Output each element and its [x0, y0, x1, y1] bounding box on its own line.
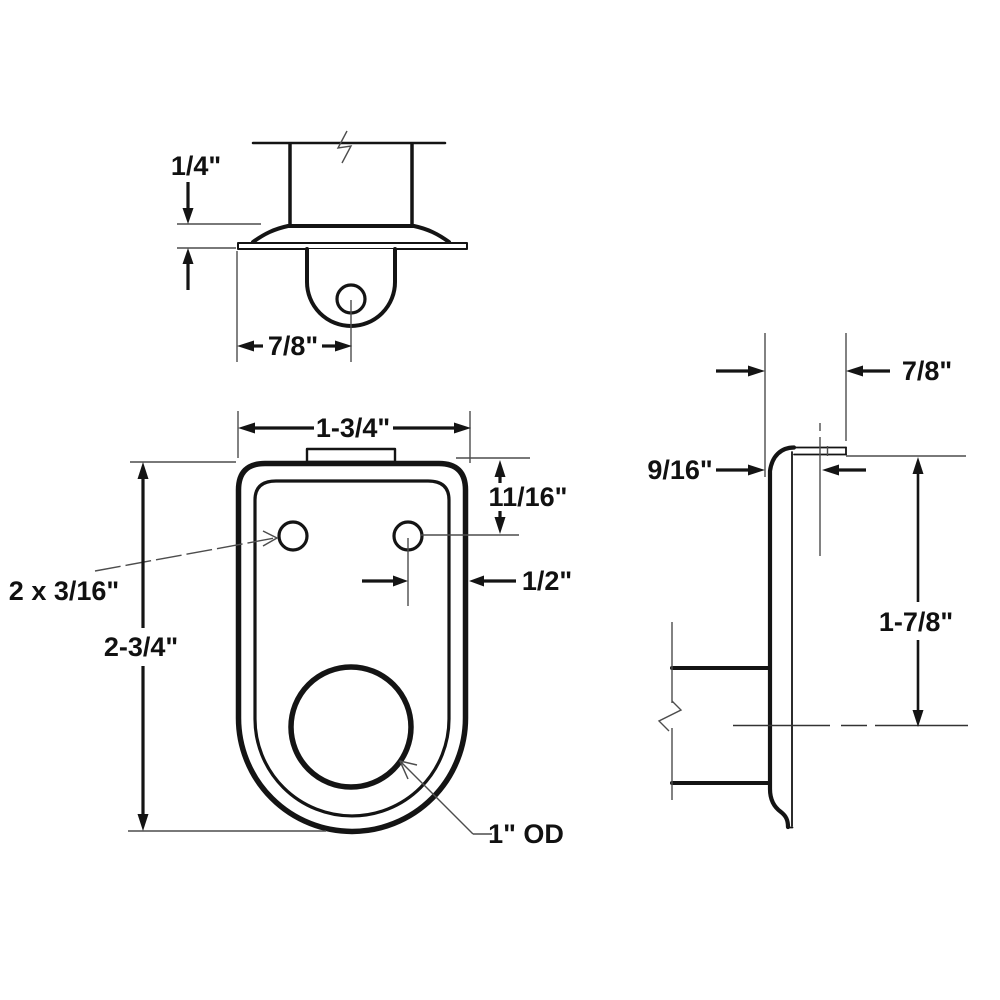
side-view: 7/8" 9/16" 1-7/8": [647, 333, 968, 830]
dim-label-mounting-holes: 2 x 3/16": [9, 576, 119, 606]
dimension-overall-width: 1-3/4": [237, 411, 471, 463]
dimension-canopy-height: 1/4": [171, 151, 261, 290]
canopy-outline: [251, 224, 451, 244]
front-view: 1-3/4" 11/16" 1/2" 2 x 3/16": [9, 411, 572, 849]
dim-label-canopy-height: 1/4": [171, 151, 221, 181]
mounting-hole-left: [277, 520, 309, 552]
bracket-inner-outline: [253, 479, 451, 818]
dim-label-tube-diameter: 1" OD: [488, 819, 564, 849]
dim-label-overall-width: 1-3/4": [316, 413, 390, 443]
dimension-face-to-center: 9/16": [647, 455, 866, 485]
dimension-top-to-holes: 11/16": [421, 457, 568, 536]
dimension-lip-to-center: 1-7/8": [846, 455, 966, 727]
dim-label-hole-to-edge: 1/2": [522, 566, 572, 596]
mounting-plate-edge: [237, 242, 468, 250]
dimension-lip-depth: 7/8": [716, 333, 952, 477]
top-tab: [305, 447, 397, 464]
dim-label-overall-height: 2-3/4": [104, 632, 178, 662]
callout-tube-diameter: 1" OD: [399, 760, 564, 849]
dim-label-lip-to-center: 1-7/8": [879, 607, 953, 637]
dim-label-lip-depth: 7/8": [902, 356, 952, 386]
callout-mounting-holes: 2 x 3/16": [9, 530, 278, 606]
dimension-hole-to-edge: 1/2": [362, 538, 572, 606]
dim-label-top-to-holes: 11/16": [489, 482, 568, 512]
tube-opening-circle: [288, 664, 414, 790]
break-mark-icon: [657, 700, 683, 732]
dimension-overall-height: 2-3/4": [104, 461, 326, 832]
dimension-edge-to-hole: 7/8": [236, 251, 352, 362]
top-view: 1/4" 7/8": [171, 130, 468, 362]
dim-label-face-to-center: 9/16": [647, 455, 712, 485]
break-mark-icon: [336, 130, 353, 164]
dim-label-edge-to-hole: 7/8": [268, 331, 318, 361]
plate-profile: [767, 445, 797, 830]
